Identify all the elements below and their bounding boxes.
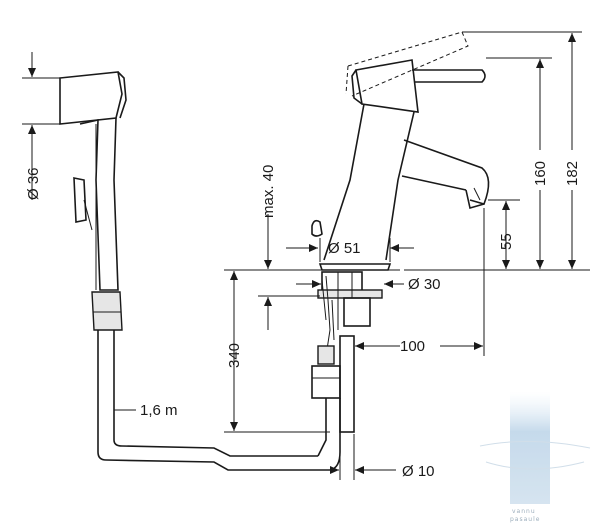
hose-below-counter-label: 340 [226,343,243,368]
spout-height-label: 55 [498,233,515,250]
base-diameter-label: Ø 51 [328,240,361,257]
dimension-handshower-diameter [22,52,60,200]
dimension-height-182 [462,31,582,269]
hose [97,330,341,471]
watermark-text-2: pasaule [510,516,540,523]
dimension-max-height [258,214,320,330]
hand-shower [59,71,127,331]
shank-diameter-label: Ø 30 [408,276,441,293]
dimension-spout-height [404,199,590,271]
dimension-supply-diameter [300,434,396,480]
handshower-diameter-label: Ø 36 [25,167,42,200]
watermark-logo: vannu pasaule [479,392,591,523]
height-160-label: 160 [532,161,549,186]
hose-length-label: 1,6 m [140,402,178,419]
max-height-label: max. 40 [260,165,277,218]
dimension-base-diameter [286,238,414,262]
dimension-height-160 [486,57,552,269]
supply-diameter-label: Ø 10 [402,463,435,480]
mixer-faucet [296,31,490,433]
dimension-hose-below-counter [224,269,330,433]
dimension-projection [355,208,485,356]
height-182-label: 182 [564,161,581,186]
watermark-text-1: vannu [512,508,536,515]
projection-label: 100 [400,338,425,355]
